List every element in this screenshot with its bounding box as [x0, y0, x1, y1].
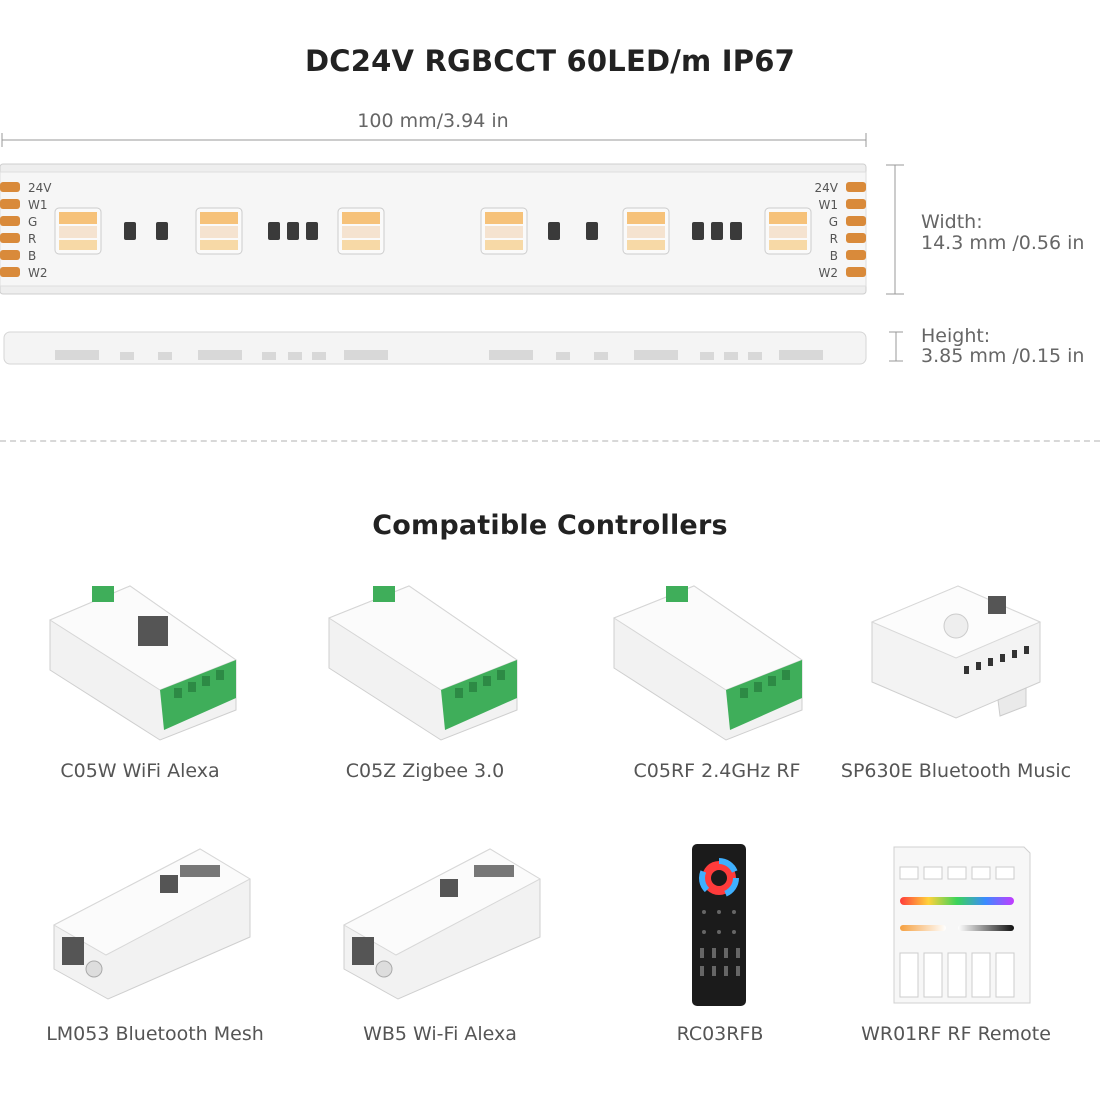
- led-controller-icon: [48, 585, 238, 741]
- pin-label: B: [28, 249, 36, 263]
- controllers-title: Compatible Controllers: [372, 510, 728, 541]
- controller-label: SP630E Bluetooth Music: [840, 760, 1072, 782]
- led-controller-icon: [327, 585, 519, 741]
- pin-label: 24V: [815, 181, 839, 195]
- slim-controller-icon: [342, 848, 542, 1000]
- width-value: 14.3 mm /0.56 in: [921, 232, 1085, 254]
- pin-label: G: [829, 215, 838, 229]
- page-title: DC24V RGBCCT 60LED/m IP67: [305, 44, 795, 78]
- led-strip-top-view: 24V W1 G R B W2 24V W1 G R B W2: [0, 163, 867, 295]
- length-label: 100 mm/3.94 in: [357, 110, 509, 132]
- height-dimension: Height: 3.85 mm /0.15 in: [921, 326, 1084, 366]
- controller-label: WB5 Wi-Fi Alexa: [363, 1023, 517, 1045]
- height-label: Height:: [921, 325, 991, 347]
- controller-label: RC03RFB: [676, 1023, 764, 1045]
- square-controller-icon: [870, 585, 1042, 719]
- remote-control-icon: [692, 844, 746, 1006]
- controller-label: C05Z Zigbee 3.0: [345, 760, 505, 782]
- height-value: 3.85 mm /0.15 in: [921, 345, 1085, 367]
- controller-label: C05W WiFi Alexa: [60, 760, 220, 782]
- height-dimension-line: [889, 331, 903, 362]
- slim-controller-icon: [52, 848, 252, 1000]
- pin-label: 24V: [28, 181, 52, 195]
- controller-label: WR01RF RF Remote: [861, 1023, 1051, 1045]
- controller-label: C05RF 2.4GHz RF: [633, 760, 801, 782]
- width-dimension: Width: 14.3 mm /0.56 in: [921, 212, 1084, 254]
- pin-label: W1: [28, 198, 48, 212]
- pin-label: W2: [819, 266, 839, 280]
- width-label: Width:: [921, 211, 983, 233]
- pin-label: R: [830, 232, 838, 246]
- section-divider: [0, 440, 1100, 442]
- pin-label: W2: [28, 266, 48, 280]
- led-strip-side-view: [3, 331, 867, 365]
- length-dimension-line: [1, 133, 867, 147]
- pin-label: B: [830, 249, 838, 263]
- pin-label: R: [28, 232, 36, 246]
- pin-label: W1: [819, 198, 839, 212]
- width-dimension-line: [886, 164, 904, 295]
- pin-label: G: [28, 215, 37, 229]
- controller-label: LM053 Bluetooth Mesh: [46, 1023, 264, 1045]
- led-controller-icon: [612, 585, 804, 741]
- wall-panel-remote-icon: [893, 846, 1031, 1004]
